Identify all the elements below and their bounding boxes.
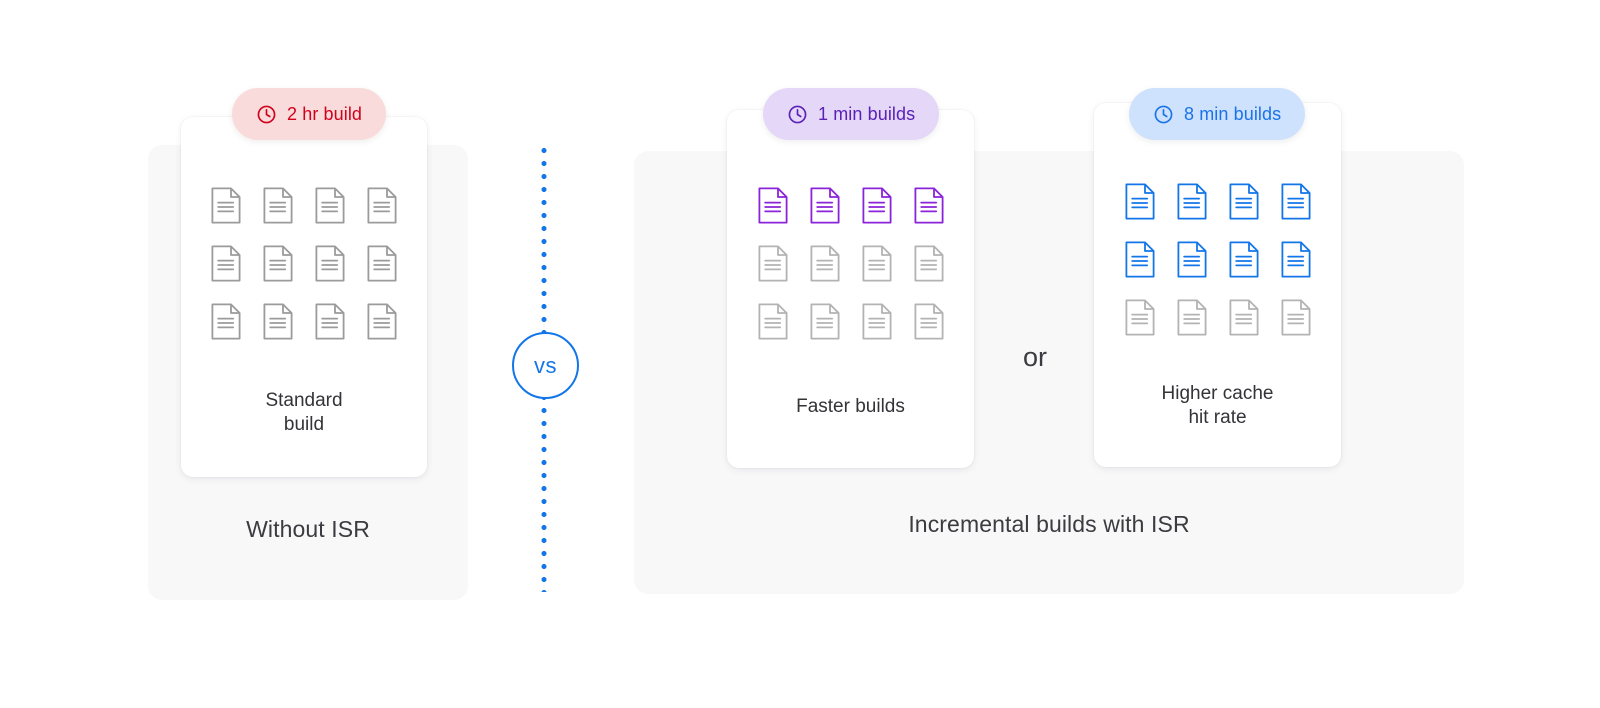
document-icon	[1166, 299, 1218, 357]
card-label-higher-cache-hit-rate: Higher cache hit rate	[1161, 383, 1274, 428]
badge-label-2-hr-build: 2 hr build	[287, 104, 363, 124]
document-icon	[304, 303, 356, 361]
badge-8-min-builds: 8 min builds	[1129, 88, 1306, 140]
document-icon	[1166, 183, 1218, 241]
document-icon	[304, 245, 356, 303]
document-icon	[252, 245, 304, 303]
document-icon	[200, 187, 252, 245]
document-icon	[1114, 299, 1166, 357]
badge-label-1-min-builds: 1 min builds	[818, 104, 916, 124]
document-icon	[903, 303, 955, 361]
panel-caption-without-isr: Without ISR	[246, 516, 370, 542]
document-icon	[903, 245, 955, 303]
card-label-standard-build: Standard build	[265, 390, 343, 435]
document-grid-faster-builds	[727, 187, 974, 361]
card-standard-build: Standard build	[181, 117, 427, 477]
document-icon	[747, 187, 799, 245]
document-icon	[252, 187, 304, 245]
or-connector-label: or	[1022, 342, 1047, 372]
document-icon	[799, 187, 851, 245]
document-icon	[304, 187, 356, 245]
document-icon	[1270, 299, 1322, 357]
document-icon	[747, 245, 799, 303]
clock-icon	[787, 104, 808, 125]
card-label-faster-builds: Faster builds	[796, 396, 905, 417]
badge-2-hr-build: 2 hr build	[232, 88, 387, 140]
document-icon	[200, 303, 252, 361]
document-icon	[1270, 241, 1322, 299]
document-grid-standard-build	[181, 187, 427, 361]
document-icon	[1114, 241, 1166, 299]
document-icon	[356, 303, 408, 361]
document-icon	[1270, 183, 1322, 241]
document-icon	[1218, 183, 1270, 241]
document-icon	[851, 303, 903, 361]
panel-caption-with-isr: Incremental builds with ISR	[908, 511, 1190, 537]
document-icon	[851, 187, 903, 245]
document-icon	[799, 303, 851, 361]
document-icon	[1218, 299, 1270, 357]
clock-icon	[256, 104, 277, 125]
document-icon	[356, 187, 408, 245]
document-icon	[747, 303, 799, 361]
vs-badge: vs	[512, 332, 579, 399]
card-faster-builds: Faster builds	[727, 110, 974, 468]
clock-icon	[1153, 104, 1174, 125]
card-higher-cache-hit-rate: Higher cache hit rate	[1094, 103, 1341, 467]
document-grid-higher-cache-hit-rate	[1094, 183, 1341, 357]
document-icon	[200, 245, 252, 303]
document-icon	[1166, 241, 1218, 299]
badge-label-8-min-builds: 8 min builds	[1184, 104, 1282, 124]
document-icon	[799, 245, 851, 303]
document-icon	[903, 187, 955, 245]
document-icon	[851, 245, 903, 303]
badge-1-min-builds: 1 min builds	[763, 88, 940, 140]
document-icon	[252, 303, 304, 361]
document-icon	[1114, 183, 1166, 241]
document-icon	[1218, 241, 1270, 299]
document-icon	[356, 245, 408, 303]
